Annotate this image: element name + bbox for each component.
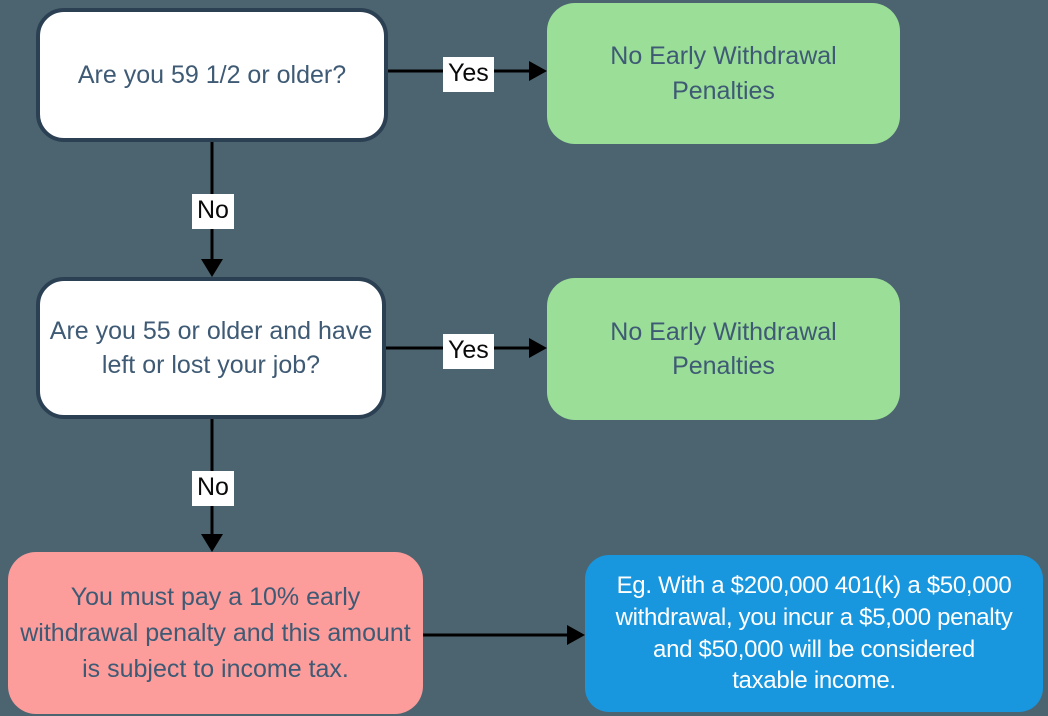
- node-question-age-55-job-label: Are you 55 or older and have left or los…: [49, 316, 373, 380]
- edge-q1-no-arrowhead: [201, 259, 223, 277]
- edge-label-q1-yes: Yes: [443, 57, 494, 92]
- edge-label-q2-yes: Yes: [443, 334, 494, 369]
- edge-q1-yes-arrowhead: [529, 61, 547, 81]
- node-outcome-no-penalty-1-label: No Early Withdrawal Penalties: [610, 42, 837, 105]
- node-outcome-no-penalty-1: No Early Withdrawal Penalties: [547, 3, 900, 144]
- edge-penalty-example-arrowhead: [567, 625, 585, 645]
- node-example-calculation: Eg. With a $200,000 401(k) a $50,000 wit…: [585, 555, 1043, 712]
- node-question-age-59-label: Are you 59 1/2 or older?: [77, 60, 347, 89]
- node-question-age-59: Are you 59 1/2 or older?: [36, 8, 388, 142]
- node-outcome-no-penalty-2-label: No Early Withdrawal Penalties: [610, 317, 837, 381]
- node-outcome-no-penalty-2: No Early Withdrawal Penalties: [547, 278, 900, 420]
- edge-label-q1-no: No: [192, 194, 234, 229]
- node-question-age-55-job: Are you 55 or older and have left or los…: [36, 277, 386, 419]
- node-penalty-10-percent: You must pay a 10% early withdrawal pena…: [8, 552, 423, 714]
- edge-label-q2-no: No: [192, 471, 234, 506]
- node-example-calculation-label: Eg. With a $200,000 401(k) a $50,000 wit…: [615, 572, 1013, 695]
- node-penalty-10-percent-label: You must pay a 10% early withdrawal pena…: [20, 583, 411, 683]
- edge-q2-no-arrowhead: [201, 534, 223, 552]
- edge-q2-yes-arrowhead: [529, 338, 547, 358]
